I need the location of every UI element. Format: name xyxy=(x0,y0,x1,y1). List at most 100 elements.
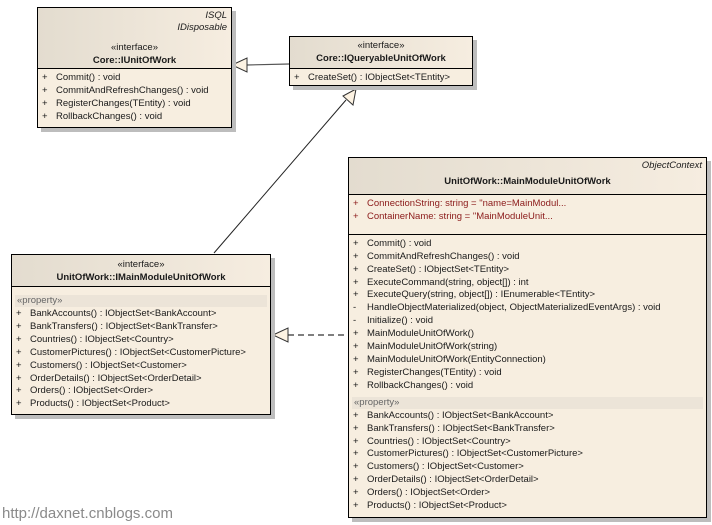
class-mainmoduleunitofwork[interactable]: ObjectContext UnitOfWork::MainModuleUnit… xyxy=(348,157,707,518)
property-row[interactable]: +BankTransfers() : IObjectSet<BankTransf… xyxy=(12,321,270,334)
visibility: + xyxy=(353,276,359,288)
property-row[interactable]: + Customers() : IObjectSet<Customer> xyxy=(349,461,706,474)
visibility: + xyxy=(353,461,359,473)
property-row[interactable]: +Orders() : IObjectSet<Order> xyxy=(12,385,270,398)
tag-objectcontext: ObjectContext xyxy=(641,160,702,171)
tagged-values: ISQL IDisposable xyxy=(38,8,231,34)
visibility: + xyxy=(353,289,359,301)
operation-row[interactable]: + Commit() : void xyxy=(349,238,706,251)
class-iunitofwork[interactable]: ISQL IDisposable «interface» Core::IUnit… xyxy=(37,7,232,128)
property-row[interactable]: + OrderDetails() : IObjectSet<OrderDetail… xyxy=(349,474,706,487)
class-name: UnitOfWork::MainModuleUnitOfWork xyxy=(444,176,611,187)
visibility: + xyxy=(353,448,359,460)
property-row[interactable]: +BankTransfers() : IObjectSet<BankTransf… xyxy=(349,423,706,436)
operation-row[interactable]: +MainModuleUnitOfWork(EntityConnection) xyxy=(349,354,706,367)
operation-row[interactable]: -Initialize() : void xyxy=(349,315,706,328)
property-text: Countries() : IObjectSet<Country> xyxy=(30,333,174,345)
visibility: - xyxy=(353,315,357,327)
operation-row[interactable]: +CommitAndRefreshChanges() : void xyxy=(349,251,706,264)
property-row[interactable]: +BankAccounts() : IObjectSet<BankAccount… xyxy=(12,308,270,321)
operation-row[interactable]: +CreateSet() : IObjectSet<TEntity> xyxy=(290,72,472,85)
operation-row[interactable]: + CreateSet() : IObjectSet<TEntity> xyxy=(349,264,706,277)
property-text: OrderDetails() : IObjectSet<OrderDetail> xyxy=(367,474,539,486)
visibility: + xyxy=(353,210,359,222)
visibility: + xyxy=(353,366,359,378)
property-text: Products() : IObjectSet<Product> xyxy=(367,500,507,512)
visibility: + xyxy=(42,84,48,96)
property-text: Products() : IObjectSet<Product> xyxy=(30,398,170,410)
operation-row[interactable]: +RollbackChanges() : void xyxy=(38,111,231,124)
operation-text: HandleObjectMaterialized(object, ObjectM… xyxy=(367,302,661,314)
visibility: + xyxy=(353,328,359,340)
operation-row[interactable]: + CommitAndRefreshChanges() : void xyxy=(38,85,231,98)
property-row[interactable]: +CustomerPictures() : IObjectSet<Custome… xyxy=(12,347,270,360)
watermark-url: http://daxnet.cnblogs.com xyxy=(2,505,173,522)
property-text: Customers() : IObjectSet<Customer> xyxy=(367,461,524,473)
class-name: UnitOfWork::IMainModuleUnitOfWork xyxy=(56,272,226,283)
visibility: + xyxy=(353,422,359,434)
visibility: + xyxy=(353,250,359,262)
class-header: «interface» UnitOfWork::IMainModuleUnitO… xyxy=(12,255,270,287)
operation-text: CommitAndRefreshChanges() : void xyxy=(56,84,209,96)
visibility: + xyxy=(353,435,359,447)
operation-row[interactable]: + ExecuteCommand(string, object[]) : int xyxy=(349,277,706,290)
property-row[interactable]: + Products() : IObjectSet<Product> xyxy=(349,500,706,513)
property-row[interactable]: + Countries() : IObjectSet<Country> xyxy=(349,436,706,449)
visibility: + xyxy=(353,198,359,209)
operation-text: RegisterChanges(TEntity) : void xyxy=(367,366,502,378)
class-imainmoduleunitofwork[interactable]: «interface» UnitOfWork::IMainModuleUnitO… xyxy=(11,254,271,415)
class-header: «interface» Core::IQueryableUnitOfWork xyxy=(290,37,472,69)
property-row[interactable]: + CustomerPictures() : IObjectSet<Custome… xyxy=(349,448,706,461)
attribute-row[interactable]: +ContainerName: string = "MainModuleUnit… xyxy=(349,211,706,224)
property-row[interactable]: + Products() : IObjectSet<Product> xyxy=(12,398,270,411)
operation-row[interactable]: + MainModuleUnitOfWork() xyxy=(349,328,706,341)
generalization-arrowhead xyxy=(342,88,357,106)
property-text: Orders() : IObjectSet<Order> xyxy=(30,385,154,397)
visibility: + xyxy=(353,353,359,365)
tag-idisposable: IDisposable xyxy=(177,22,227,33)
operation-row[interactable]: +RollbackChanges() : void xyxy=(349,380,706,393)
operation-row[interactable]: +Commit() : void xyxy=(38,72,231,85)
class-iqueryableunitofwork[interactable]: «interface» Core::IQueryableUnitOfWork +… xyxy=(289,36,473,86)
operation-text: MainModuleUnitOfWork() xyxy=(367,328,474,340)
property-row[interactable]: + OrderDetails() : IObjectSet<OrderDetail… xyxy=(12,373,270,386)
visibility: + xyxy=(353,474,359,486)
operation-text: MainModuleUnitOfWork(string) xyxy=(367,341,498,353)
operation-text: CreateSet() : IObjectSet<TEntity> xyxy=(308,72,451,83)
property-row[interactable]: + Customers() : IObjectSet<Customer> xyxy=(12,360,270,373)
visibility: + xyxy=(353,263,359,275)
tagged-values: ObjectContext xyxy=(349,158,706,172)
operations-section: +CreateSet() : IObjectSet<TEntity> xyxy=(290,69,472,87)
operation-text: ExecuteCommand(string, object[]) : int xyxy=(367,276,529,288)
class-name: Core::IQueryableUnitOfWork xyxy=(316,53,446,64)
operations-section: + Commit() : void +CommitAndRefreshChange… xyxy=(349,235,706,515)
property-text: CustomerPictures() : IObjectSet<Customer… xyxy=(367,448,583,460)
property-text: OrderDetails() : IObjectSet<OrderDetail> xyxy=(30,372,202,384)
operation-text: ExecuteQuery(string, object[]) : IEnumer… xyxy=(367,289,596,301)
property-row[interactable]: +Orders() : IObjectSet<Order> xyxy=(349,487,706,500)
operation-row[interactable]: +RegisterChanges(TEntity) : void xyxy=(38,98,231,111)
property-row[interactable]: +Countries() : IObjectSet<Country> xyxy=(12,334,270,347)
visibility: + xyxy=(16,359,22,371)
property-row[interactable]: + BankAccounts() : IObjectSet<BankAccount… xyxy=(349,410,706,423)
attribute-row[interactable]: +ConnectionString: string = "name=MainMo… xyxy=(349,198,706,211)
visibility: + xyxy=(16,398,22,410)
operation-text: Commit() : void xyxy=(367,237,432,249)
visibility: + xyxy=(16,372,22,384)
operation-text: CreateSet() : IObjectSet<TEntity> xyxy=(367,263,510,275)
operation-text: RollbackChanges() : void xyxy=(56,110,163,122)
visibility: + xyxy=(353,500,359,512)
visibility: + xyxy=(353,409,359,421)
property-text: BankAccounts() : IObjectSet<BankAccount> xyxy=(367,409,554,421)
operation-row[interactable]: + RegisterChanges(TEntity) : void xyxy=(349,367,706,380)
stereotype: «interface» xyxy=(357,40,405,51)
visibility: + xyxy=(353,237,359,249)
operation-row[interactable]: -HandleObjectMaterialized(object, Object… xyxy=(349,302,706,315)
property-text: Customers() : IObjectSet<Customer> xyxy=(30,359,187,371)
operation-row[interactable]: +MainModuleUnitOfWork(string) xyxy=(349,341,706,354)
property-text: Countries() : IObjectSet<Country> xyxy=(367,435,511,447)
operation-text: Initialize() : void xyxy=(367,315,433,327)
property-text: BankAccounts() : IObjectSet<BankAccount> xyxy=(30,308,217,319)
stereotype: «interface» xyxy=(117,259,165,270)
operation-row[interactable]: + ExecuteQuery(string, object[]) : IEnume… xyxy=(349,289,706,302)
